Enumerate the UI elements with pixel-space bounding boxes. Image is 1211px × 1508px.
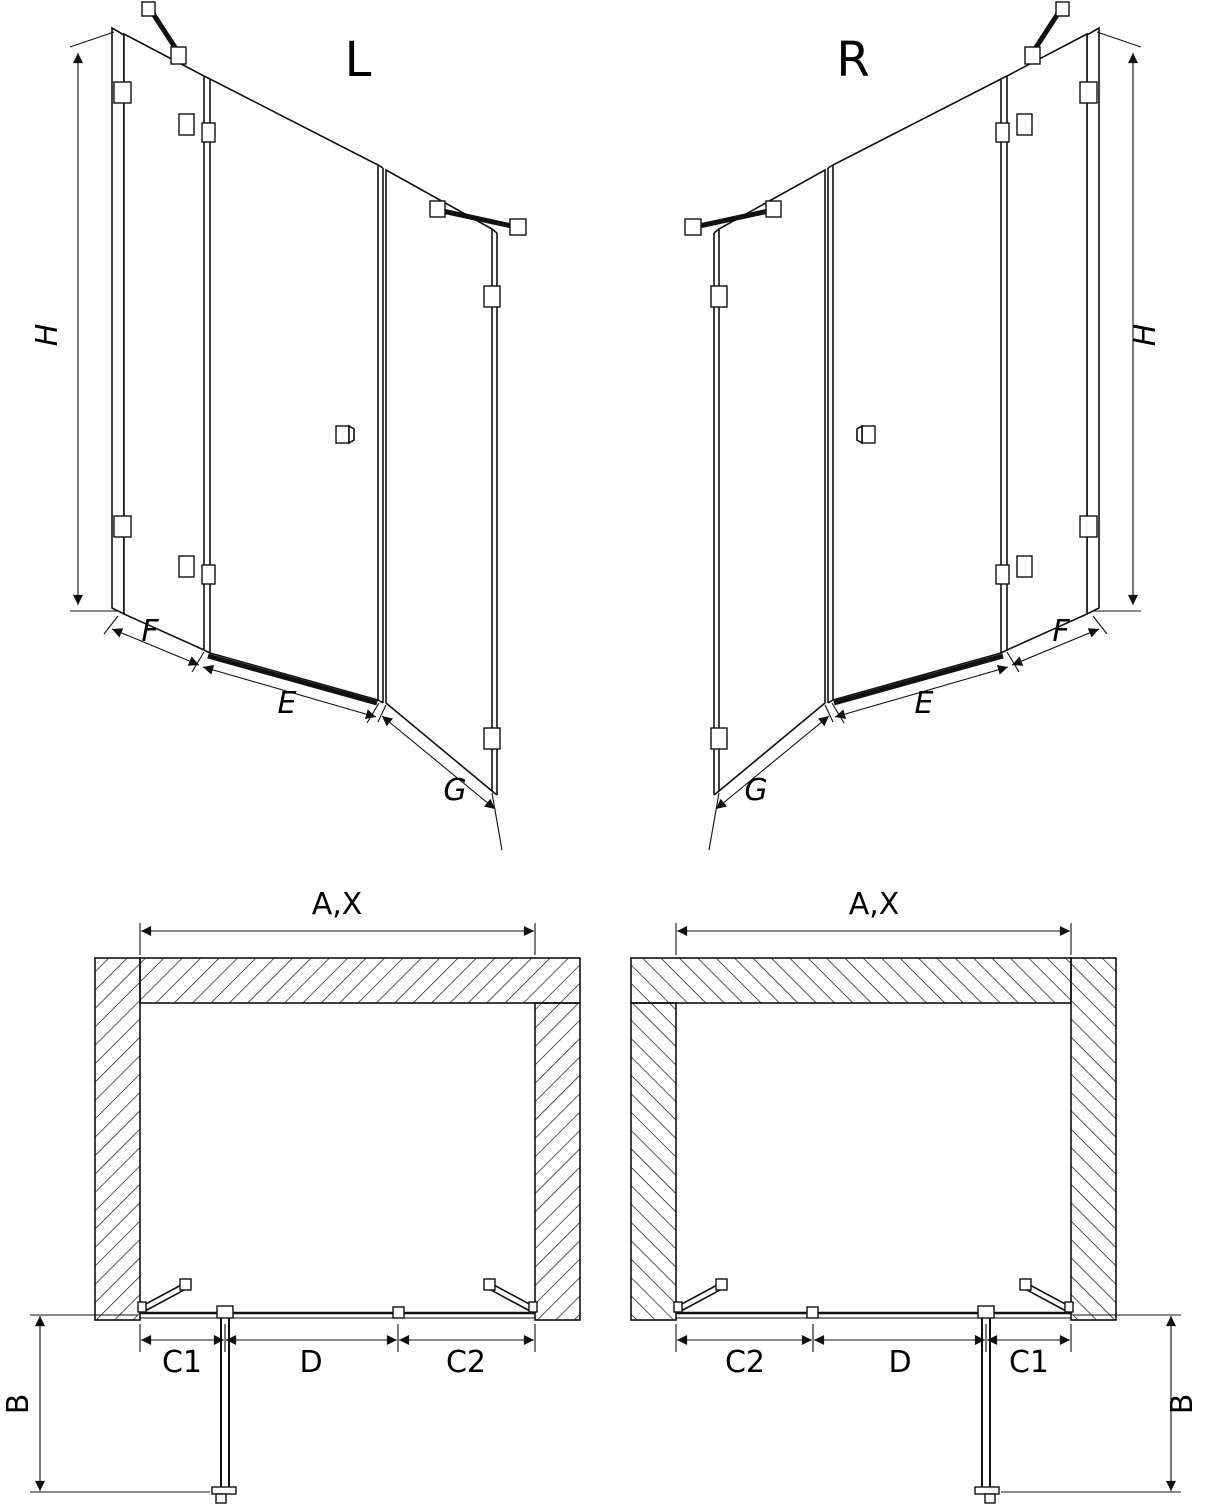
variant-label-right: R <box>836 32 869 88</box>
dim-label-d-left: D <box>299 1345 322 1380</box>
variant-label-left: L <box>345 32 372 88</box>
perspective-left-geometry <box>70 2 526 850</box>
perspective-right-geometry <box>685 2 1141 850</box>
perspective-right: R H G E F <box>685 2 1163 850</box>
plan-right-geometry <box>631 923 1181 1503</box>
dim-label-e-left: E <box>278 686 297 721</box>
dim-label-g-right: G <box>744 773 767 808</box>
dim-label-c2-left: C2 <box>446 1345 486 1380</box>
dim-label-g-left: G <box>443 773 466 808</box>
dim-label-h-left: H <box>30 324 65 347</box>
dim-label-f-right: F <box>1052 614 1070 649</box>
dim-label-c1-left: C1 <box>162 1345 202 1380</box>
dim-label-b-left: B <box>1 1394 36 1415</box>
plan-left: A,X C1 D C2 B <box>1 887 580 1503</box>
plan-left-geometry <box>30 923 580 1503</box>
dim-label-f-left: F <box>141 614 159 649</box>
dim-label-e-right: E <box>915 686 934 721</box>
dim-label-c1-right: C1 <box>1009 1345 1049 1380</box>
dim-label-d-right: D <box>888 1345 911 1380</box>
plan-right: A,X C2 D C1 B <box>631 887 1200 1503</box>
dim-label-ax-left: A,X <box>312 887 363 922</box>
dim-label-h-right: H <box>1128 324 1163 347</box>
dim-label-ax-right: A,X <box>849 887 900 922</box>
dim-label-b-right: B <box>1165 1394 1200 1415</box>
perspective-left: L H F E G <box>30 2 526 850</box>
dim-label-c2-right: C2 <box>725 1345 765 1380</box>
